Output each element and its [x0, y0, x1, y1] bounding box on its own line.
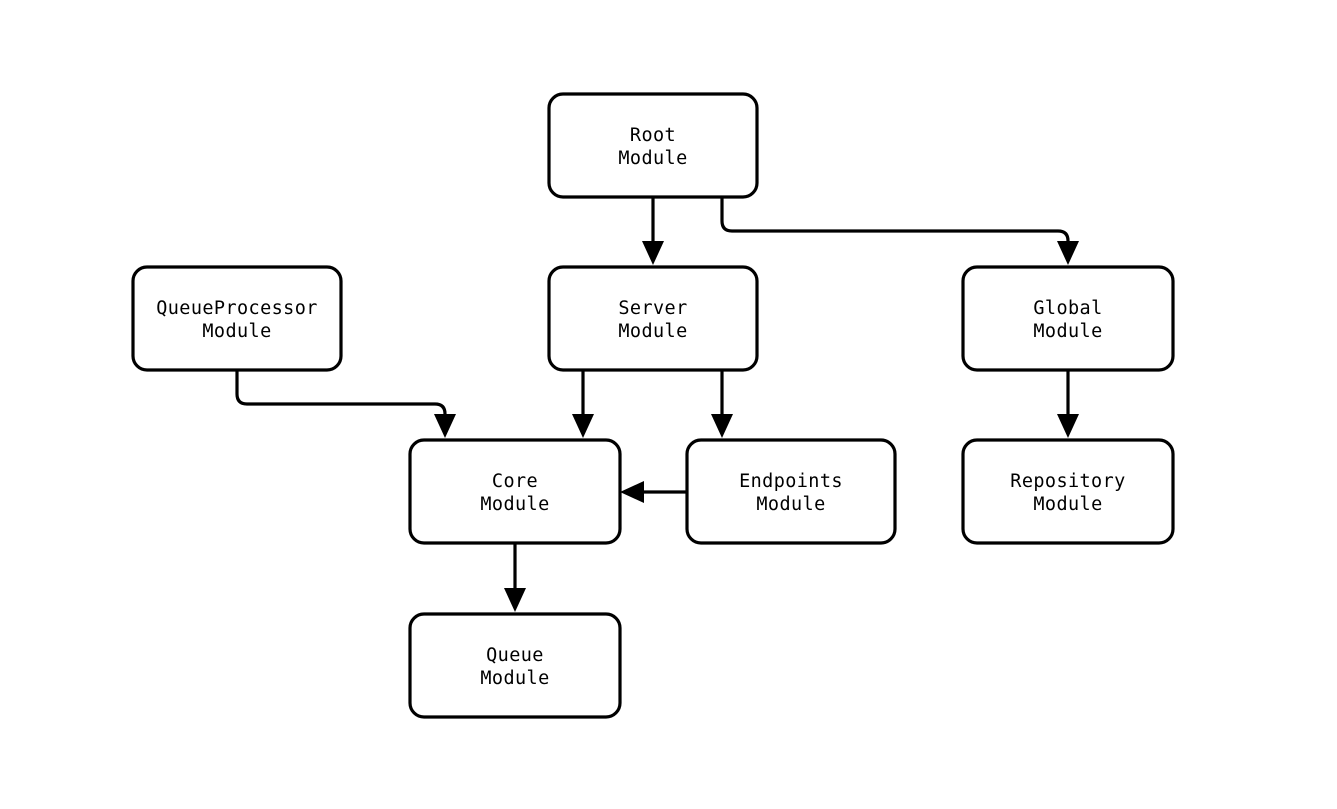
edge-root-server[interactable]	[642, 197, 664, 265]
node-queue-module-box	[408, 612, 622, 719]
edge-root-global-arrowhead	[1057, 241, 1079, 265]
node-server-module-label-line2: Module	[618, 321, 687, 342]
node-endpoints-module-label-line1: Endpoints	[739, 471, 843, 492]
node-core-module-label-line1: Core	[492, 471, 538, 492]
node-server-module[interactable]: Server Module	[547, 265, 759, 372]
edge-queueprocessor-core[interactable]	[235, 370, 456, 438]
node-core-module-box	[408, 438, 622, 545]
node-layer: Root Module QueueProcessor Module Server…	[131, 92, 1175, 719]
edge-queueprocessor-core-line	[235, 370, 447, 420]
node-repository-module-label-line2: Module	[1033, 494, 1102, 515]
edge-queueprocessor-core-arrowhead	[434, 414, 456, 438]
edge-layer	[235, 197, 1079, 612]
node-core-module[interactable]: Core Module	[408, 438, 622, 545]
node-repository-module[interactable]: Repository Module	[961, 438, 1175, 545]
node-queueprocessor-module[interactable]: QueueProcessor Module	[131, 265, 343, 372]
node-repository-module-box	[961, 438, 1175, 545]
edge-server-core-arrowhead	[572, 414, 594, 438]
node-server-module-label-line1: Server	[618, 298, 687, 319]
node-repository-module-label-line1: Repository	[1010, 471, 1125, 492]
edge-endpoints-core-arrowhead	[620, 481, 644, 503]
node-root-module-label-line2: Module	[618, 148, 687, 169]
edge-core-queue[interactable]	[504, 543, 526, 612]
node-server-module-box	[547, 265, 759, 372]
node-root-module-box	[547, 92, 759, 199]
node-endpoints-module-box	[685, 438, 897, 545]
edge-endpoints-core[interactable]	[620, 481, 687, 503]
edge-global-repository[interactable]	[1057, 370, 1079, 438]
node-queue-module-label-line1: Queue	[486, 645, 544, 666]
node-queueprocessor-module-box	[131, 265, 343, 372]
edge-server-core[interactable]	[572, 370, 594, 438]
edge-core-queue-arrowhead	[504, 588, 526, 612]
node-root-module-label-line1: Root	[630, 125, 676, 146]
node-queue-module[interactable]: Queue Module	[408, 612, 622, 719]
edge-server-endpoints[interactable]	[711, 370, 733, 438]
edge-root-global-line	[720, 197, 1070, 247]
edge-global-repository-arrowhead	[1057, 414, 1079, 438]
node-global-module-label-line2: Module	[1033, 321, 1102, 342]
node-global-module-box	[961, 265, 1175, 372]
node-endpoints-module[interactable]: Endpoints Module	[685, 438, 897, 545]
node-endpoints-module-label-line2: Module	[756, 494, 825, 515]
node-global-module-label-line1: Global	[1033, 298, 1102, 319]
node-queueprocessor-module-label-line1: QueueProcessor	[156, 298, 318, 319]
node-core-module-label-line2: Module	[480, 494, 549, 515]
edge-root-server-arrowhead	[642, 241, 664, 265]
node-global-module[interactable]: Global Module	[961, 265, 1175, 372]
node-queueprocessor-module-label-line2: Module	[202, 321, 271, 342]
edge-server-endpoints-arrowhead	[711, 414, 733, 438]
node-queue-module-label-line2: Module	[480, 668, 549, 689]
edge-root-global[interactable]	[720, 197, 1079, 265]
node-root-module[interactable]: Root Module	[547, 92, 759, 199]
